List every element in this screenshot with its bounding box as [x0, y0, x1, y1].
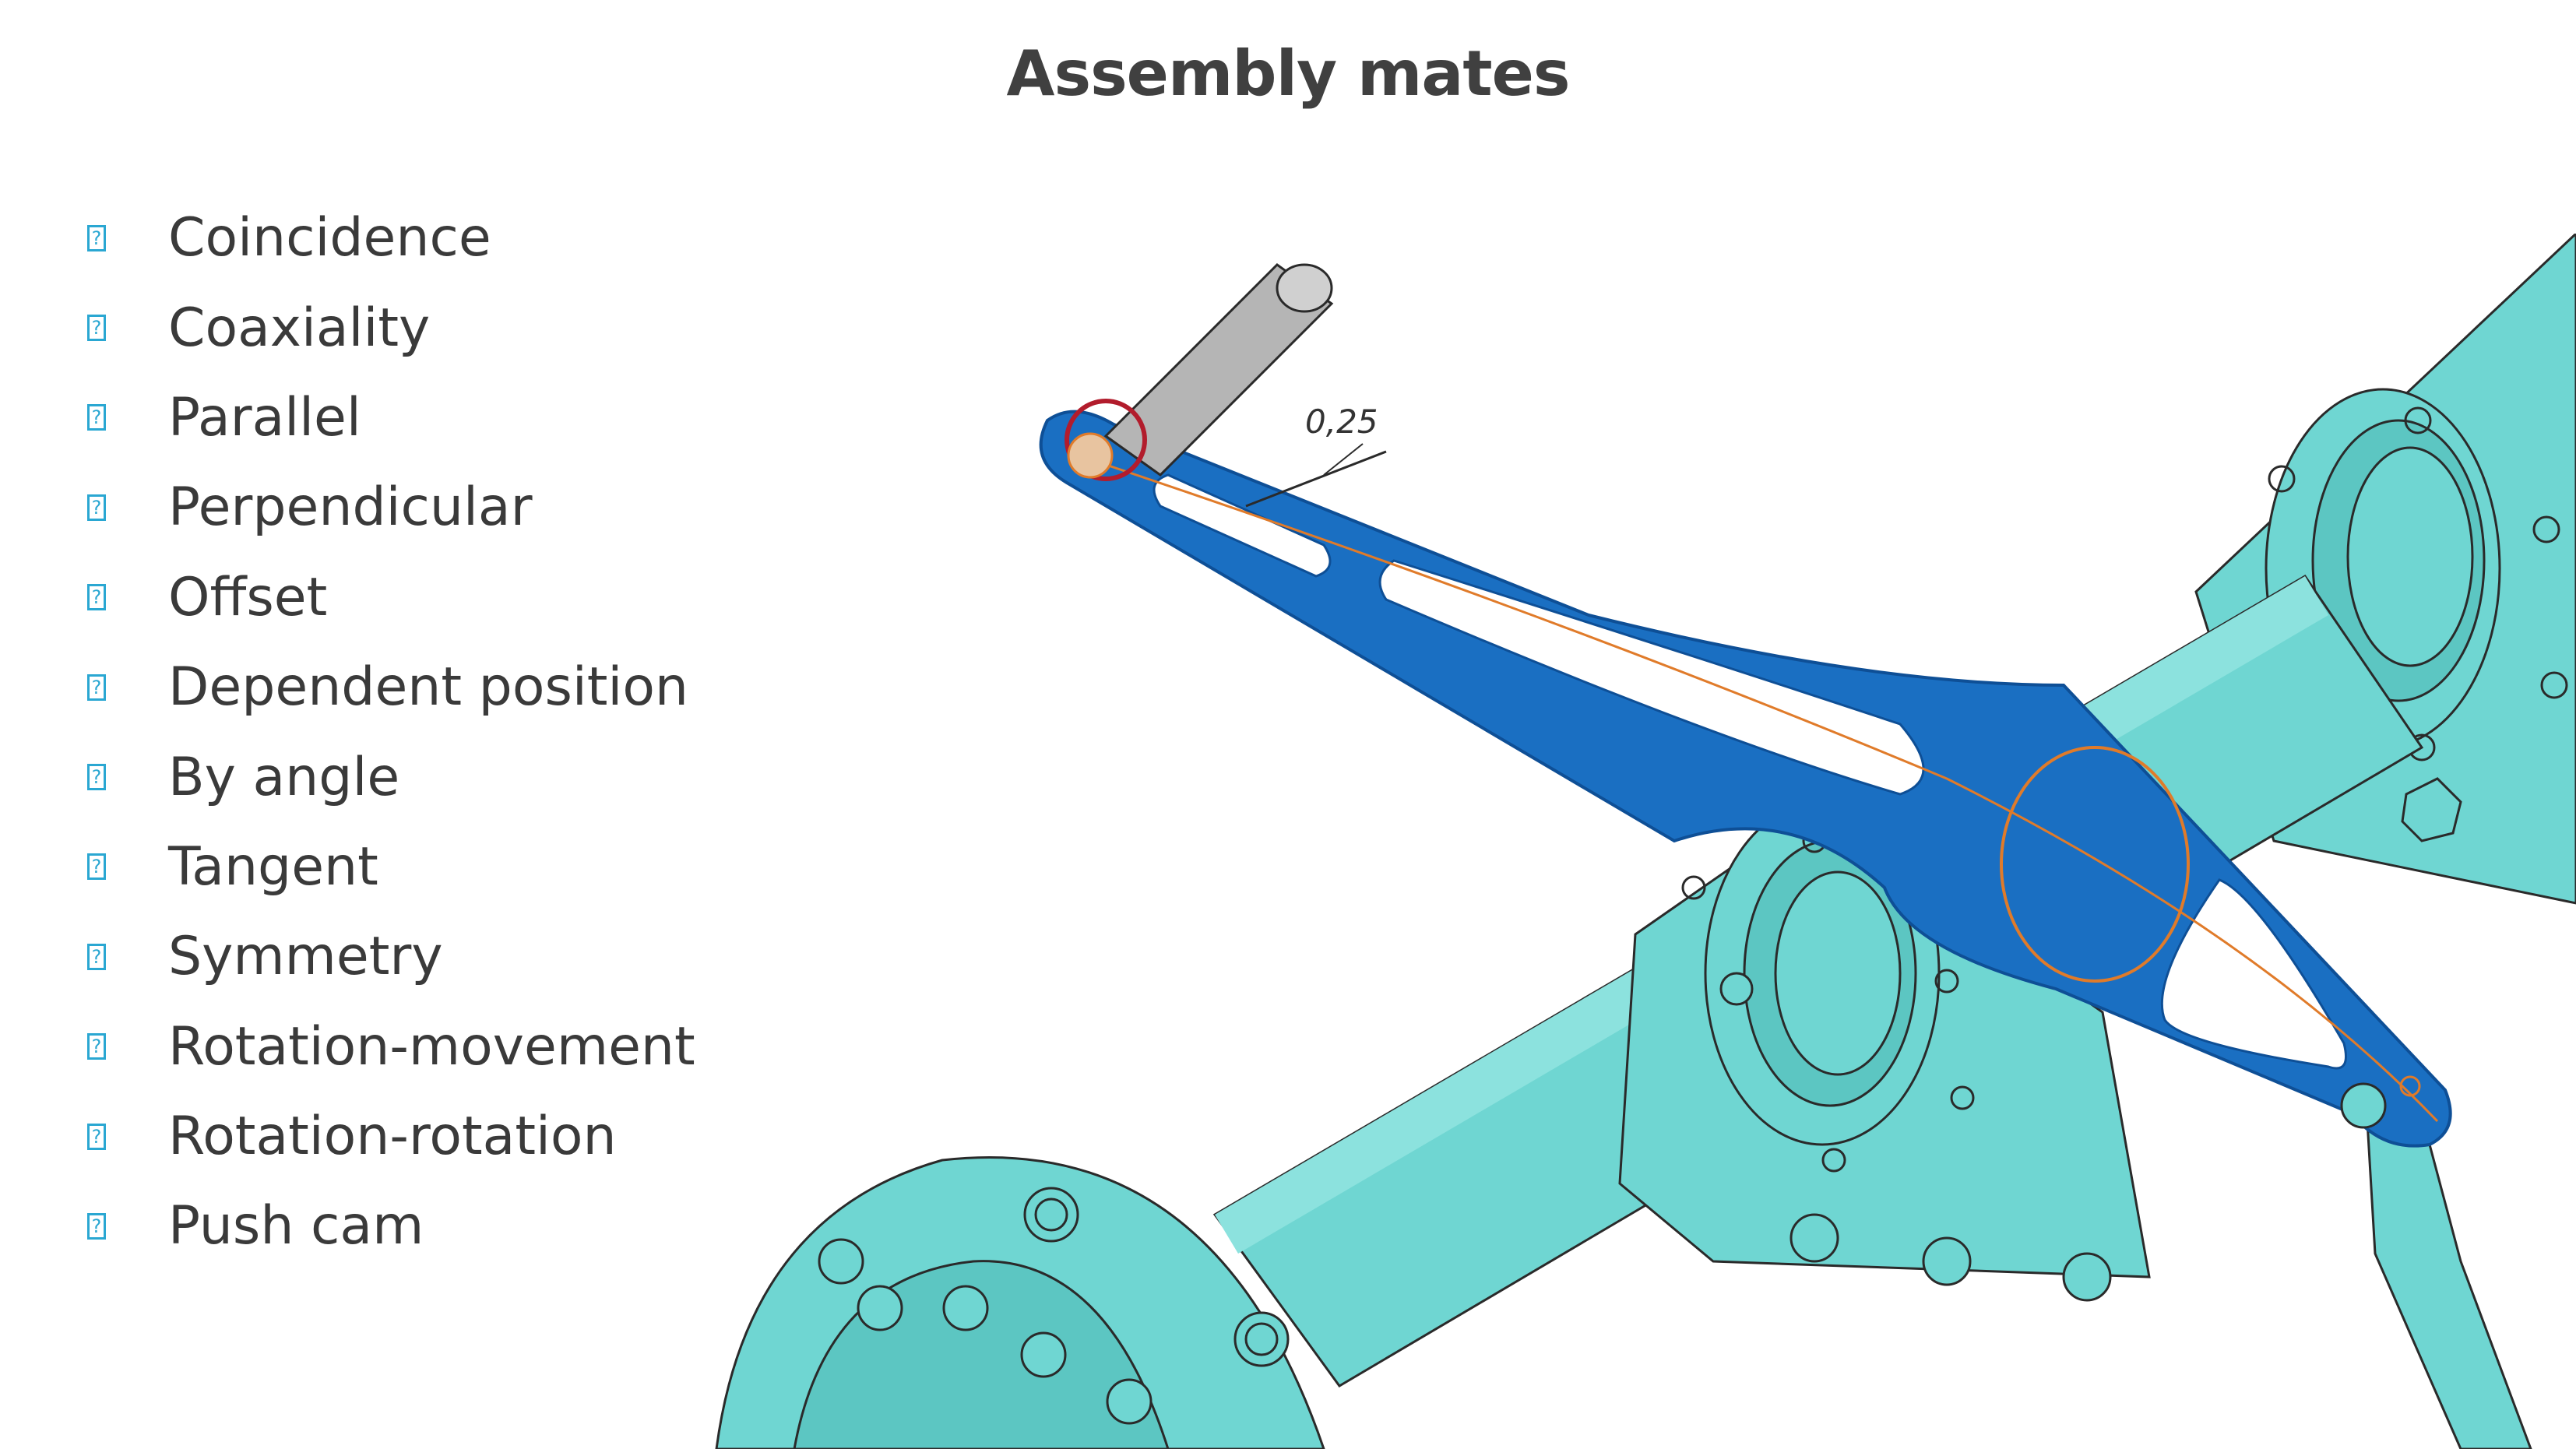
mate-indicator-circle [1065, 399, 1147, 481]
slide-title: Assembly mates [1006, 37, 1571, 110]
list-item: ? Rotation-movement [87, 1002, 695, 1092]
list-item-label: Coincidence [168, 207, 491, 269]
list-item-label: Offset [168, 566, 328, 628]
mates-list: ? Coincidence ? Coaxiality ? Parallel ? … [87, 193, 695, 1271]
list-item-label: Rotation-rotation [168, 1106, 617, 1168]
list-item-label: Perpendicular [168, 477, 533, 539]
list-item: ? Rotation-rotation [87, 1092, 695, 1181]
pin [1103, 263, 1334, 477]
bullet-box-icon: ? [87, 1033, 106, 1060]
list-item-label: By angle [168, 746, 400, 808]
right-link-arm [2366, 1119, 2532, 1449]
list-item: ? Push cam [87, 1181, 695, 1271]
list-item: ? Parallel [87, 373, 695, 462]
list-item: ? Coaxiality [87, 283, 695, 372]
list-item: ? Symmetry [87, 912, 695, 1001]
list-item-label: Dependent position [168, 656, 689, 719]
dimension-label: 0,25 [1305, 403, 1378, 441]
list-item-label: Symmetry [168, 926, 443, 988]
list-item: ? Tangent [87, 822, 695, 912]
list-item-label: Push cam [168, 1195, 424, 1257]
bullet-box-icon: ? [87, 315, 106, 342]
blue-lever [1039, 410, 2452, 1148]
list-item-label: Tangent [168, 835, 378, 898]
bullet-box-icon: ? [87, 224, 106, 251]
list-item: ? Dependent position [87, 642, 695, 732]
dimension-annotation: 0,25 [1245, 403, 1387, 508]
bullet-box-icon: ? [87, 404, 106, 431]
list-item: ? By angle [87, 732, 695, 821]
bullet-box-icon: ? [87, 1123, 106, 1150]
bullet-box-icon: ? [87, 494, 106, 521]
center-bearing-plate [1618, 800, 2151, 1302]
bullet-box-icon: ? [87, 584, 106, 611]
list-item: ? Perpendicular [87, 462, 695, 552]
list-item-label: Parallel [168, 386, 361, 448]
list-item: ? Offset [87, 553, 695, 642]
bullet-box-icon: ? [87, 1212, 106, 1240]
bullet-box-icon: ? [87, 853, 106, 881]
bullet-box-icon: ? [87, 943, 106, 970]
assembly-drawing: 0,25 [715, 234, 2576, 1449]
bullet-box-icon: ? [87, 674, 106, 701]
list-item-label: Coaxiality [168, 297, 431, 359]
list-item: ? Coincidence [87, 193, 695, 283]
left-flange [715, 1156, 1325, 1449]
bullet-box-icon: ? [87, 764, 106, 791]
list-item-label: Rotation-movement [168, 1015, 695, 1078]
